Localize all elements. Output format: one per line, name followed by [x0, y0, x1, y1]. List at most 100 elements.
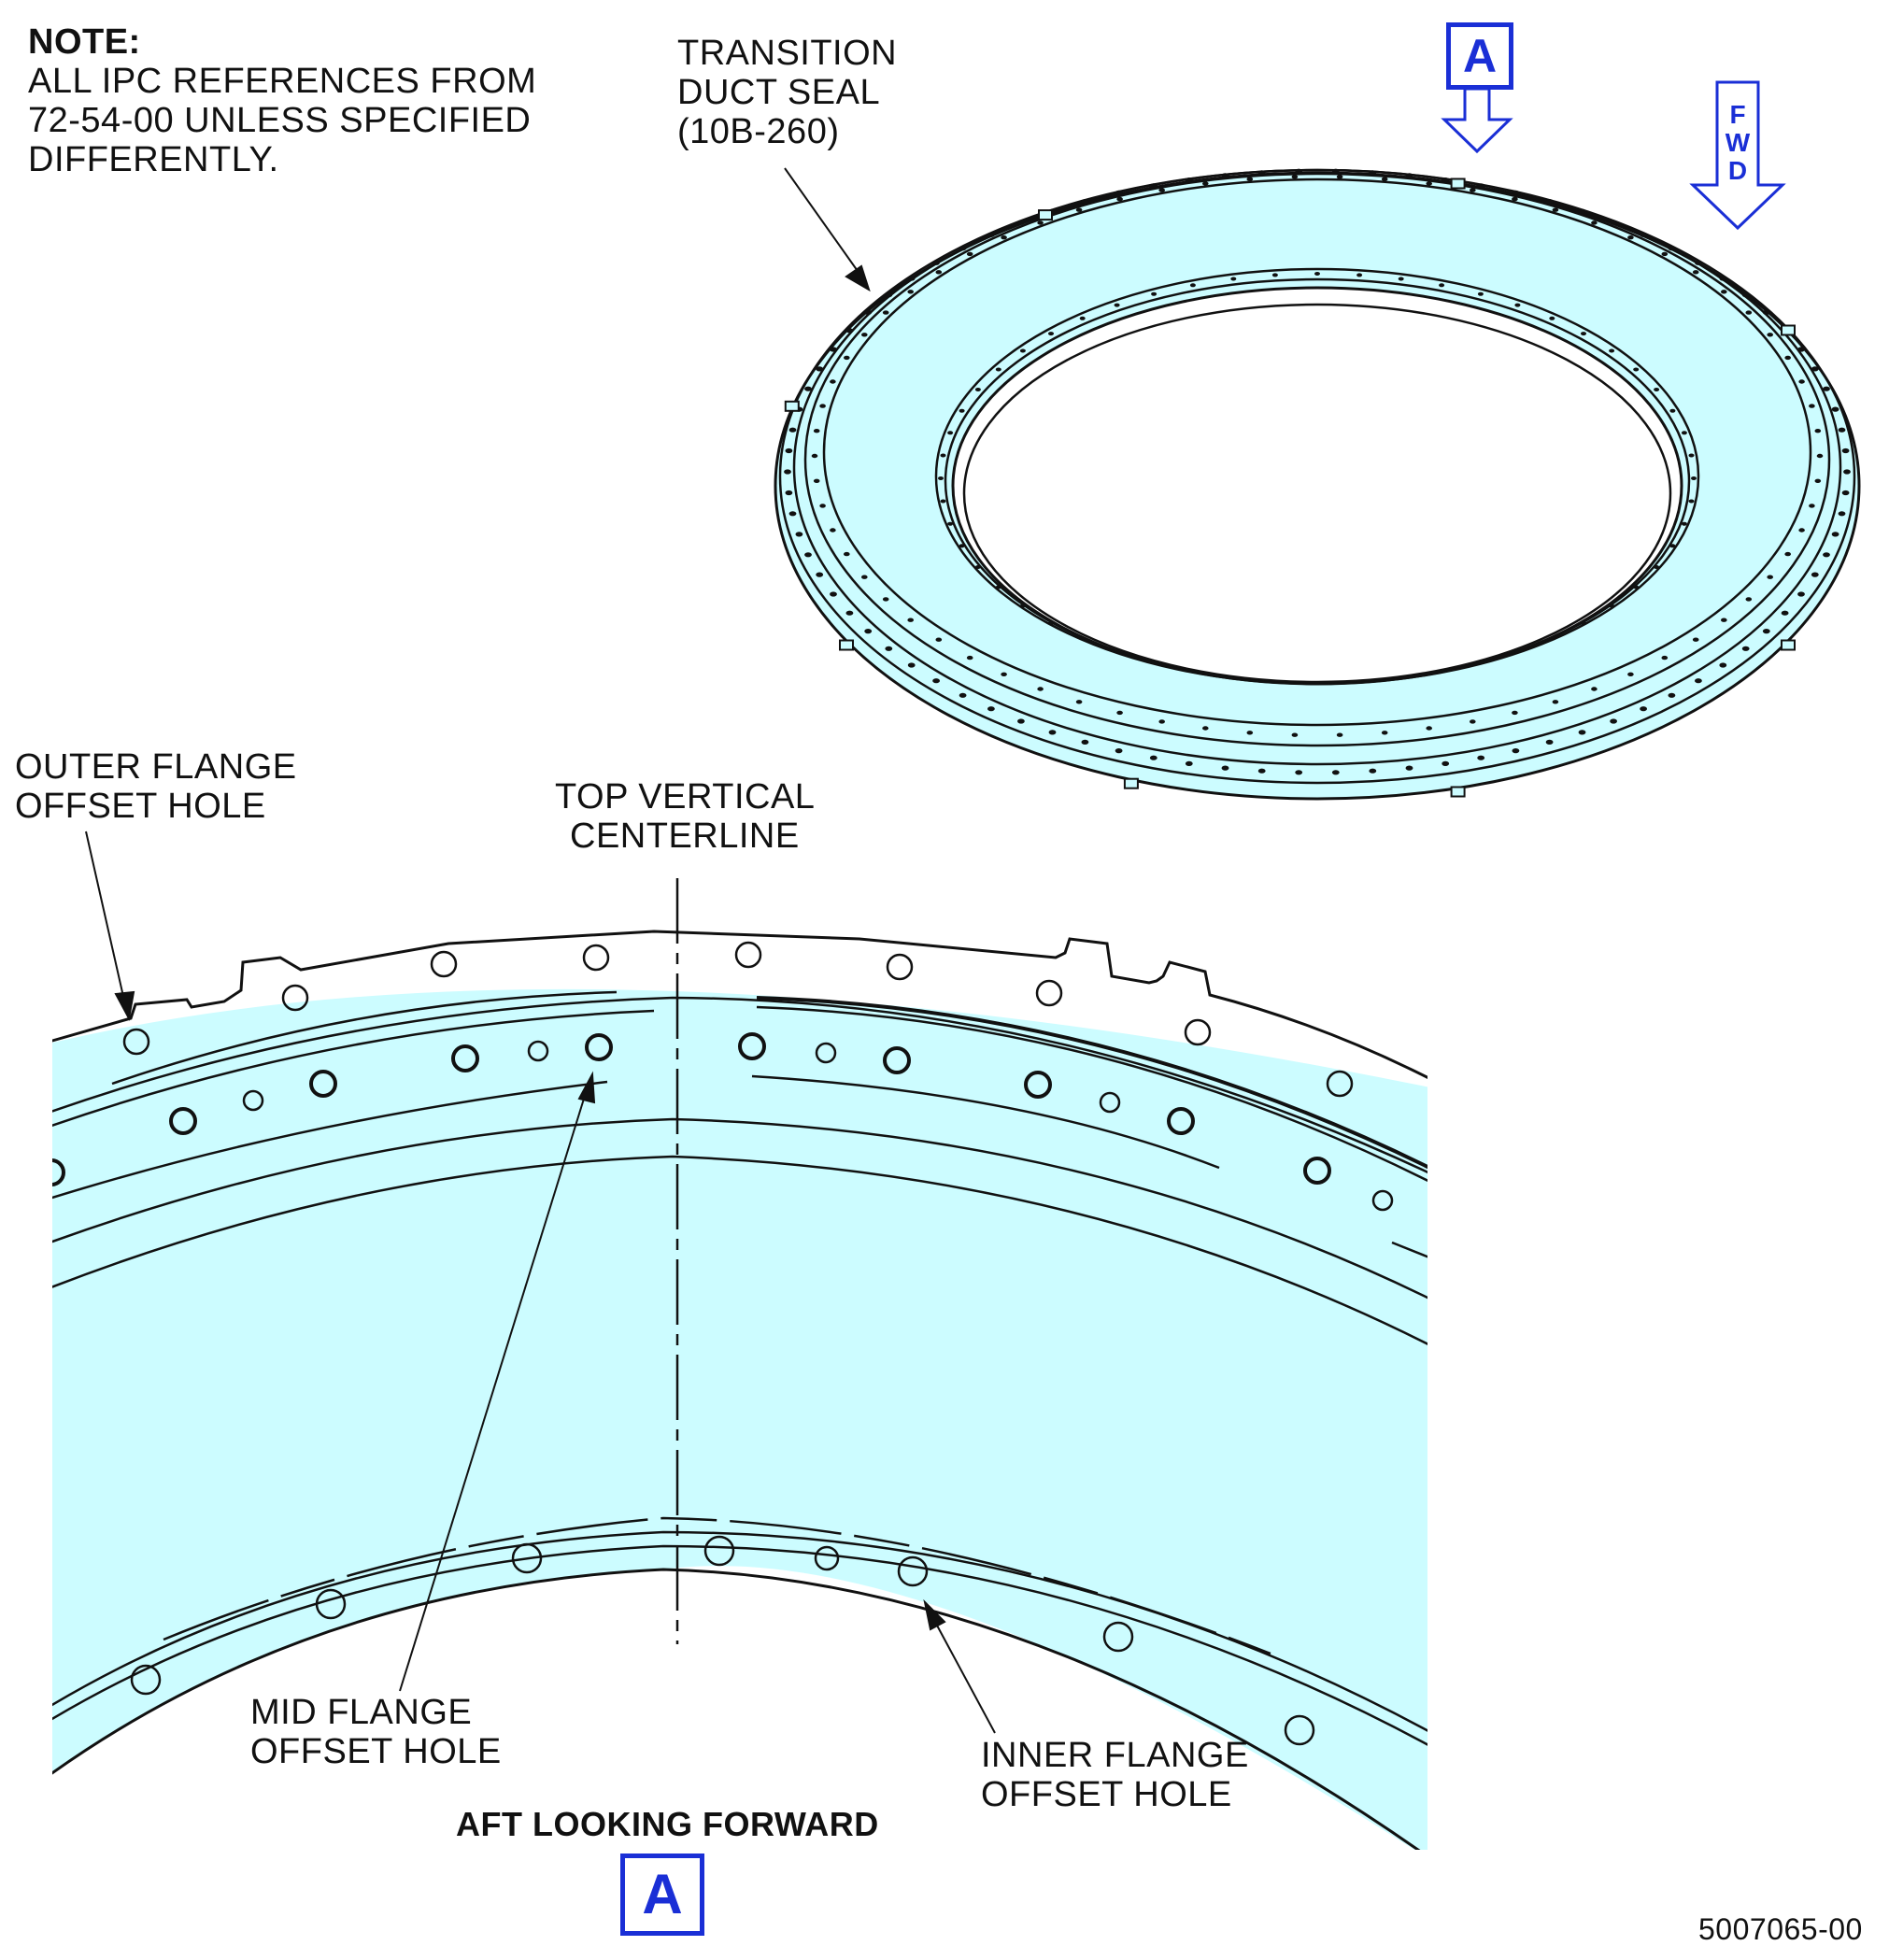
seal-hole	[935, 270, 943, 275]
seal-hole	[788, 427, 797, 433]
seal-hole	[1669, 544, 1676, 548]
seal-hole	[1369, 170, 1377, 176]
seal-hole	[1762, 629, 1770, 634]
seal-hole	[907, 662, 916, 668]
seal-hole	[1001, 672, 1007, 676]
seal-hole	[811, 453, 818, 459]
leader-lines	[85, 167, 996, 1734]
seal-hole	[932, 260, 940, 265]
seal-hole	[804, 552, 812, 558]
detail-mid-flange-line	[52, 1080, 608, 1200]
seal-hole	[1037, 687, 1044, 691]
arrowhead-transition-duct-seal	[845, 264, 871, 292]
seal-hole	[935, 637, 943, 642]
seal-hole	[861, 333, 868, 337]
seal-hole	[1591, 687, 1598, 691]
detail-hole	[814, 1545, 840, 1571]
seal-hole	[1019, 348, 1026, 353]
seal-hole	[1781, 610, 1789, 616]
seal-hole	[816, 572, 824, 577]
seal-hole	[1075, 700, 1083, 704]
seal-hole	[1246, 731, 1254, 735]
seal-hole	[1691, 476, 1697, 480]
detail-hole	[1284, 1714, 1315, 1746]
seal-hole	[1381, 177, 1388, 181]
seal-inner-bore	[962, 303, 1672, 684]
seal-hole	[1545, 739, 1554, 746]
seal-hole	[804, 386, 812, 391]
seal-hole	[1688, 499, 1695, 504]
seal-hole	[882, 310, 889, 315]
seal-hole	[1552, 700, 1559, 704]
seal-hole	[1081, 199, 1089, 205]
seal-hole	[1767, 333, 1773, 337]
seal-tab	[1450, 786, 1466, 798]
detail-hole	[1371, 1189, 1394, 1212]
seal-tab	[1781, 639, 1796, 651]
seal-hole	[1514, 303, 1521, 307]
seal-hole	[1189, 283, 1196, 288]
note-line-2: 72-54-00 UNLESS SPECIFIED	[28, 101, 532, 140]
seal-hole	[947, 521, 954, 526]
note-line-1: ALL IPC REFERENCES FROM	[28, 62, 537, 101]
seal-hole	[1356, 273, 1363, 277]
seal-hole	[1291, 732, 1299, 737]
seal-hole	[1477, 183, 1485, 189]
detail-hole	[703, 1535, 735, 1567]
seal-hole	[885, 292, 893, 298]
seal-hole	[1477, 291, 1484, 296]
seal-outer-face	[822, 178, 1812, 727]
seal-hole	[1692, 270, 1699, 275]
detail-mid-face-line	[52, 1117, 1427, 1300]
seal-hole	[995, 585, 1001, 589]
seal-hole	[785, 447, 793, 454]
seal-tabs	[784, 178, 1796, 798]
detail-hole	[451, 1044, 479, 1072]
seal-hole	[987, 706, 995, 712]
detail-inner-edge	[52, 1568, 1421, 1850]
arrowhead-outer-flange	[114, 990, 135, 1022]
seal-hole	[830, 528, 836, 533]
seal-tab	[784, 400, 800, 412]
seal-hole	[1189, 669, 1196, 674]
seal-hole	[1037, 220, 1044, 225]
seal-hole	[1017, 220, 1025, 225]
seal-hole	[907, 618, 914, 622]
seal-hole	[1591, 220, 1598, 225]
arrowhead-mid-flange	[577, 1071, 596, 1104]
seal-hole	[830, 347, 837, 352]
seal-hole	[845, 328, 854, 334]
seal-hole	[788, 511, 797, 517]
detail-hole	[1102, 1621, 1134, 1653]
seal-hole	[1048, 730, 1057, 735]
seal-hole	[1681, 431, 1687, 435]
seal-hole	[819, 504, 826, 508]
seal-hole	[1314, 272, 1320, 276]
seal-hole	[1668, 692, 1676, 698]
seal-hole	[1811, 366, 1819, 372]
seal-hole	[1633, 367, 1640, 372]
seal-hole	[1470, 188, 1476, 192]
seal-hole	[1627, 235, 1634, 240]
seal-hole	[1661, 251, 1669, 257]
seal-hole	[1552, 207, 1559, 212]
view-direction-arrow	[1441, 87, 1513, 154]
seal-hole	[1426, 181, 1432, 186]
label-top-vertical: TOP VERTICAL	[555, 777, 816, 817]
seal-tab	[839, 639, 854, 651]
seal-hole	[1841, 447, 1850, 454]
seal-tab	[1450, 178, 1466, 190]
seal-hole	[1784, 551, 1791, 557]
detail-hole	[169, 1107, 197, 1135]
seal-hole	[1115, 190, 1123, 195]
label-mid-flange-hole: OFFSET HOLE	[250, 1732, 502, 1771]
detail-hole	[1035, 979, 1063, 1007]
detail-hole	[122, 1028, 150, 1056]
seal-hole	[1230, 277, 1237, 281]
seal-hole	[1398, 277, 1404, 281]
seal-outer-step	[792, 168, 1842, 766]
seal-hole	[1149, 755, 1158, 760]
seal-hole	[1295, 770, 1303, 775]
seal-hole	[1512, 196, 1518, 202]
